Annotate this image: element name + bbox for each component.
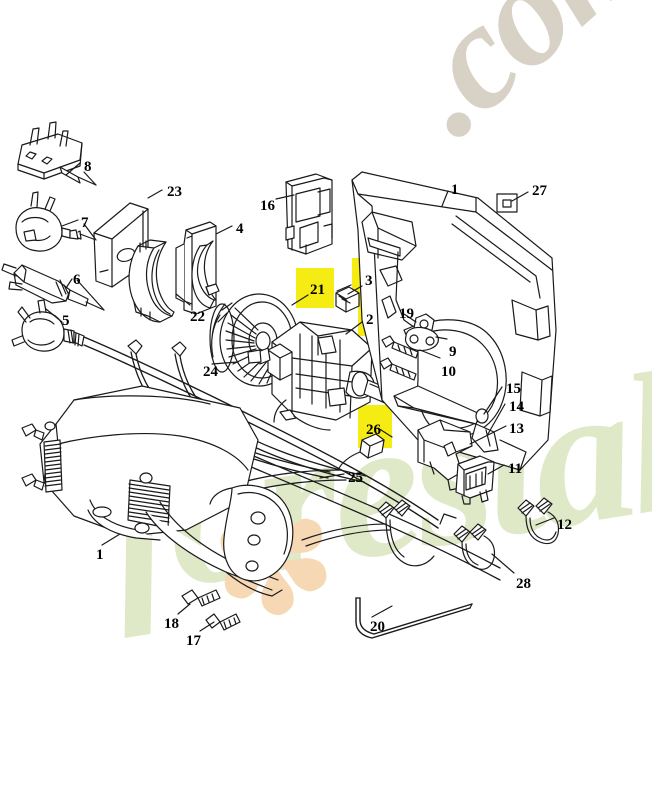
callout-jumper-lead-short: 28 [516,576,531,592]
part-bolt-set [21,423,241,631]
callout-housing-half-upper: 1 [451,182,459,198]
callout-carbon-brush: 21 [310,282,325,298]
part-cable-grommet [337,433,385,471]
callout-electric-motor: 2 [366,312,374,328]
part-washer-plate [404,326,439,352]
callout-uk-mains-plug: 8 [84,159,92,175]
part-screw [379,335,419,381]
part-schuko-plug-cord [11,299,439,529]
part-sleeve-bushing [336,284,352,292]
callout-jumper-lead-long: 12 [557,517,572,533]
callout-tensioner-bracket: 13 [509,421,524,437]
part-small-pin [205,283,220,296]
callout-rating-label: 27 [532,183,547,199]
callout-clamp-shell: 4 [236,221,244,237]
callout-screw: 10 [441,364,456,380]
callout-brush-holder-carrier: 16 [260,198,275,214]
part-jumper-lead-short [301,499,496,570]
callout-roller-pin: 15 [506,381,521,397]
callout-housing-half-lower: 1 [96,547,104,563]
callout-wiring-lead-set: 24 [203,364,218,380]
callout-bolt-short: 17 [186,633,201,649]
highlight-21 [296,268,334,308]
part-angled-mains-plug [15,191,97,252]
part-switch [455,455,495,505]
callout-angled-mains-plug: 7 [81,215,89,231]
callout-nut: 19 [399,306,414,322]
part-wire-hook [355,597,473,639]
callout-schuko-plug-cord: 5 [62,313,70,329]
leader-lines [45,162,555,632]
callout-wire-hook: 20 [370,619,385,635]
callout-tensioner-bar: 14 [509,399,524,415]
part-brush-holder-carrier [285,173,333,255]
part-carbon-brush [335,286,360,313]
callout-switch: 11 [508,461,523,477]
callout-cover-plate: 23 [167,184,182,200]
callout-washer-plate: 9 [449,344,457,360]
callout-clamp-half: 22 [190,309,205,325]
part-jumper-lead-long [517,497,560,545]
callout-cable-grommet: 26 [366,422,381,438]
part-rating-label [496,193,518,213]
part-clamp-half [128,239,175,323]
callout-bolt-long: 18 [164,616,179,632]
callout-harness-cable: 25 [348,470,363,486]
callout-sleeve-bushing: 3 [365,273,373,289]
part-uk-mains-plug [17,121,97,186]
part-flat-two-pin-plug [1,263,105,311]
callout-flat-two-pin-plug: 6 [73,272,81,288]
part-clamp-shell [175,221,217,315]
part-housing-half-lower [39,385,294,597]
